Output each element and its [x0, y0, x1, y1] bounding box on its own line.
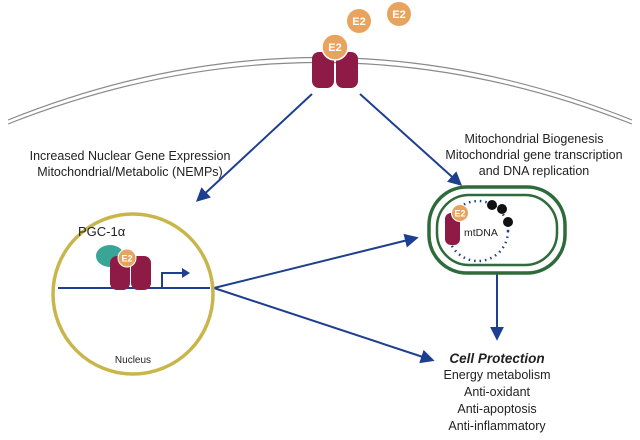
transcription-start-arrow	[161, 272, 182, 288]
cell-protection-block: Cell Protection Energy metabolism Anti-o…	[400, 350, 594, 435]
replication-complex-3	[503, 217, 513, 227]
mito-pathway-caption: Mitochondrial Biogenesis Mitochondrial g…	[430, 131, 638, 179]
mito-e2-label: E2	[454, 209, 465, 219]
arrow-gene-to-cell-protection	[213, 287, 435, 364]
mito-caption-line-1: Mitochondrial Biogenesis	[464, 132, 604, 146]
membrane-receptor-left-subunit	[312, 52, 334, 88]
free-e2-hormone-2: E2	[387, 2, 411, 26]
replication-complex-1	[487, 200, 497, 210]
nuclear-caption-line-2: Mitochondrial/Metabolic (NEMPs)	[37, 165, 223, 179]
outcome-item-anti-oxidant: Anti-oxidant	[463, 385, 530, 399]
cell-protection-title: Cell Protection	[449, 351, 545, 366]
nuclear-receptor-right-subunit	[131, 256, 151, 290]
arrow-receptor-to-mitochondrion	[359, 93, 463, 186]
bound-e2-label: E2	[328, 42, 341, 54]
nuclear-caption-line-1: Increased Nuclear Gene Expression	[29, 149, 231, 163]
nucleus-label: Nucleus	[114, 355, 152, 366]
nuclear-pathway-caption: Increased Nuclear Gene Expression Mitoch…	[0, 148, 260, 180]
free-e2-label-1: E2	[352, 16, 365, 28]
membrane-receptor: E2	[312, 33, 358, 88]
mitochondrion-inner-membrane	[435, 193, 559, 267]
transcription-arrowhead	[182, 268, 190, 278]
replication-complex-2	[497, 204, 507, 214]
outcome-item-anti-inflammatory: Anti-inflammatory	[448, 419, 546, 433]
nucleus-envelope	[51, 212, 215, 376]
membrane-receptor-right-subunit	[336, 52, 358, 88]
nuclear-e2-hormone	[117, 248, 137, 268]
mito-caption-line-3: and DNA replication	[478, 164, 590, 178]
outcome-item-energy-metabolism: Energy metabolism	[443, 368, 551, 382]
nuclear-e2-label: E2	[121, 254, 132, 264]
free-e2-hormone-1: E2	[347, 9, 371, 33]
mito-e2-hormone	[451, 204, 469, 222]
free-e2-label-2: E2	[392, 9, 405, 21]
mtdna-label: mtDNA	[464, 227, 498, 239]
mito-caption-line-2: Mitochondrial gene transcription	[445, 148, 623, 162]
outcome-item-anti-apoptosis: Anti-apoptosis	[457, 402, 537, 416]
arrow-receptor-to-nucleus	[195, 93, 313, 202]
mitochondrion-outer-membrane	[427, 185, 567, 275]
arrow-gene-to-mitochondrion	[213, 233, 419, 289]
bound-e2-hormone	[321, 33, 349, 61]
pgc1a-label: PGC-1α	[78, 224, 126, 239]
